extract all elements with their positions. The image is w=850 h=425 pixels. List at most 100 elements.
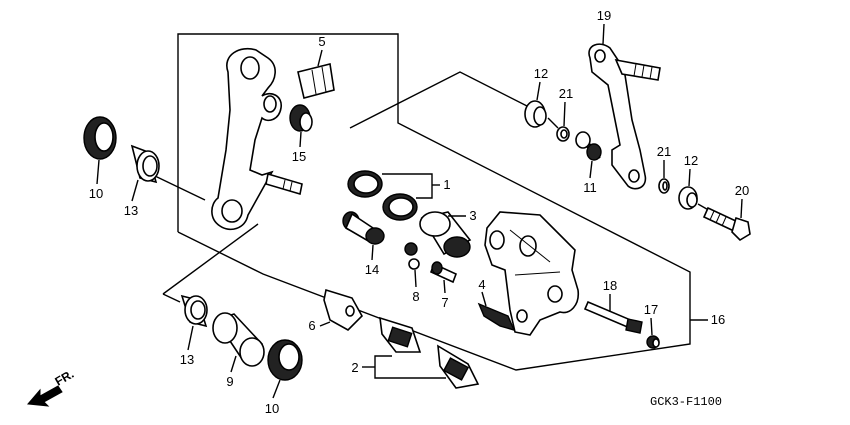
callout-10-upper: 10 — [89, 186, 103, 201]
sleeve-end — [575, 131, 591, 149]
boot-opening — [190, 300, 206, 320]
leader-17 — [650, 317, 653, 336]
guide-line-pin-arm — [547, 117, 559, 129]
bolt-thread — [721, 216, 727, 227]
callout-labels: 5 19 12 21 15 10 13 1 11 21 12 20 3 14 8… — [89, 8, 749, 416]
arm-thread — [641, 64, 645, 78]
leader-10-upper — [96, 159, 100, 185]
ring-21-upper — [556, 126, 570, 142]
callout-12-upper: 12 — [534, 66, 548, 81]
boot-opening — [142, 155, 158, 177]
seals-bracket — [382, 173, 433, 199]
pad-shim-6 — [319, 288, 363, 331]
bushing-inner — [686, 192, 698, 208]
sleeve-end — [586, 143, 602, 161]
spring-leader — [481, 291, 487, 307]
guide-line-left-seal — [154, 175, 206, 201]
ring-inner — [560, 129, 568, 139]
bolt-thread — [709, 210, 715, 221]
sleeve-front — [212, 312, 238, 344]
shim-plate — [323, 288, 363, 331]
guide-line-lower-pin — [162, 223, 259, 295]
caliper-boss — [519, 235, 537, 257]
callout-2: 2 — [351, 360, 358, 375]
valve-nut — [431, 261, 443, 275]
arm-body — [588, 43, 647, 190]
callout-7: 7 — [441, 295, 448, 310]
ring-inner — [662, 181, 668, 191]
leader-12-upper — [536, 81, 541, 101]
callout-21-right: 21 — [657, 144, 671, 159]
callout-6: 6 — [308, 318, 315, 333]
front-direction-arrow: FR. — [26, 367, 76, 407]
bolt-head — [731, 216, 751, 242]
bolt-thread — [715, 213, 721, 224]
seal-inner — [94, 122, 114, 152]
pin-arm-19 — [588, 43, 661, 190]
ring-21-right — [658, 178, 670, 194]
leader-21-upper — [563, 101, 566, 127]
callout-1: 1 — [443, 177, 450, 192]
bleeder-cap-8 — [404, 242, 420, 270]
bushing-12-right — [678, 186, 698, 210]
callout-18: 18 — [603, 278, 617, 293]
pad-clip-5 — [297, 63, 335, 99]
leader-14 — [371, 244, 374, 261]
callout-15: 15 — [292, 149, 306, 164]
clip-fold — [311, 69, 317, 95]
callout-9: 9 — [226, 374, 233, 389]
caliper-bracket — [211, 48, 303, 231]
guide-line-lower-seal — [162, 293, 181, 303]
bracket-hole-top — [240, 56, 260, 80]
cap-top — [404, 242, 418, 256]
arm-thread — [633, 63, 637, 77]
seal-upper-inner — [353, 174, 379, 194]
callout-leaders — [96, 23, 743, 399]
leader-15 — [299, 131, 302, 148]
piston-seals-1 — [347, 170, 440, 221]
plug-cap — [652, 338, 660, 348]
pin-head — [625, 318, 643, 334]
bracket-body — [211, 48, 282, 231]
cap-bottom — [408, 258, 420, 270]
guide-line-upper-pin — [349, 71, 528, 129]
caliper-bore — [489, 230, 505, 250]
pads-bracket — [374, 355, 446, 379]
seal-lower-inner — [388, 197, 414, 217]
spring-plate — [477, 302, 516, 332]
callout-13-upper: 13 — [124, 203, 138, 218]
seal-10-upper — [83, 116, 117, 160]
caliper-edge — [514, 271, 561, 276]
callout-4: 4 — [478, 277, 485, 292]
piston-3 — [419, 211, 472, 258]
arm-thread — [649, 66, 653, 80]
boot-15 — [289, 104, 313, 132]
callout-17: 17 — [644, 302, 658, 317]
leader-19 — [602, 23, 605, 45]
bracket-pin-thread — [282, 179, 286, 190]
arrow-down-left-icon — [26, 385, 63, 407]
callout-11: 11 — [583, 180, 597, 195]
sleeve-11 — [575, 131, 602, 161]
callout-21-upper: 21 — [559, 86, 573, 101]
clip-fold — [321, 66, 327, 93]
leader-10-lower — [272, 379, 281, 399]
arm-hole — [594, 49, 606, 63]
bushing-inner — [533, 106, 547, 126]
leader-13-lower — [187, 325, 194, 351]
callout-19: 19 — [597, 8, 611, 23]
piston-face — [419, 211, 451, 237]
callout-16: 16 — [711, 312, 725, 327]
bleeder-valve-7 — [429, 261, 458, 284]
callout-8: 8 — [412, 289, 419, 304]
leader-8 — [414, 269, 417, 288]
leader-7 — [443, 279, 446, 294]
bushing-12-upper — [524, 100, 547, 128]
bracket-hole-middle — [263, 95, 277, 113]
callout-12-right: 12 — [684, 153, 698, 168]
brake-pads-2 — [362, 316, 480, 389]
piston-back — [443, 236, 471, 258]
caliper-body — [484, 211, 580, 336]
leader-12-right — [688, 168, 691, 187]
